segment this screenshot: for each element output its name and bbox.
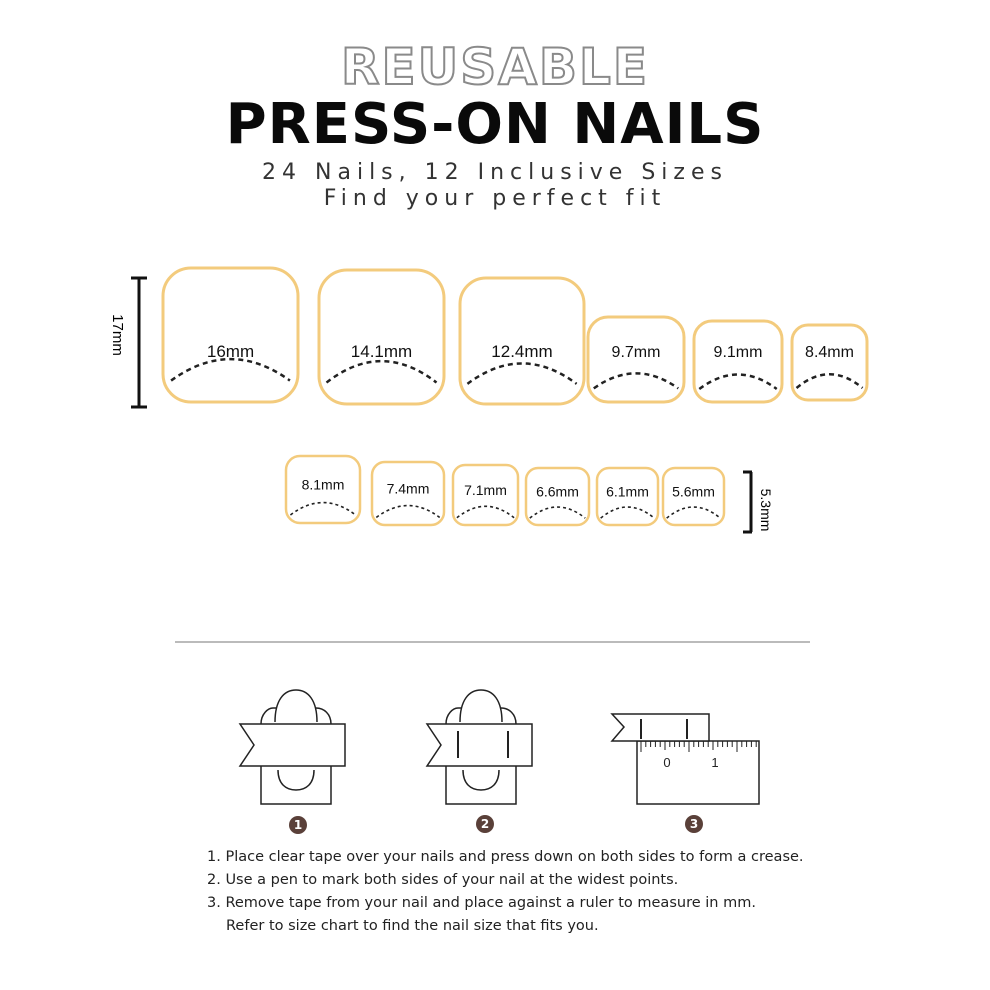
title-press-on-nails: PRESS-ON NAILS (225, 92, 765, 157)
nail-outline-8-4mm (790, 323, 869, 402)
nail-width-arc-7-4mm (375, 504, 441, 519)
nail-size-label: 9.1mm (714, 344, 763, 361)
step-badge-2: 2 (476, 815, 494, 833)
step-1-illustration (238, 689, 346, 805)
step-2-illustration (425, 689, 533, 805)
subtitle-fit: Find your perfect fit (323, 186, 667, 211)
nail-outline-12-4mm (458, 276, 586, 406)
nail-size-label: 6.1mm (606, 484, 649, 500)
nail-size-label: 16mm (207, 342, 254, 361)
nail-outline-9-1mm (692, 319, 784, 404)
height-label-small: 5.3mm (758, 489, 774, 532)
step-badge-1: 1 (289, 816, 307, 834)
nail-outline-14-1mm (317, 268, 446, 406)
nail-size-label: 14.1mm (351, 342, 412, 361)
nail-width-arc-9-1mm (698, 373, 778, 391)
instructions: 1. Place clear tape over your nails and … (207, 846, 907, 938)
ruler-label-1: 1 (711, 755, 718, 770)
nail-width-arc-5-6mm (666, 506, 721, 519)
instruction-2: 2. Use a pen to mark both sides of your … (207, 872, 679, 888)
nail-size-label: 7.1mm (464, 482, 507, 498)
instruction-3: 3. Remove tape from your nail and place … (207, 895, 756, 911)
ruler-ticks (640, 741, 757, 752)
nail-outline-16mm (161, 266, 300, 404)
nail-width-arc-6-1mm (600, 506, 655, 519)
step-badge-3: 3 (685, 815, 703, 833)
nails-row-1: 16mm 14.1mm 12.4mm 9.7mm 9.1mm 8.4mm (161, 266, 869, 406)
ruler-label-0: 0 (663, 755, 670, 770)
nail-width-arc-16mm (170, 357, 291, 382)
step-3-illustration (610, 713, 760, 805)
instruction-4: Refer to size chart to find the nail siz… (226, 918, 599, 934)
nail-width-arc-7-1mm (456, 505, 515, 519)
nail-width-arc-9-7mm (593, 372, 679, 390)
title-reusable: REUSABLE (340, 37, 650, 97)
nail-width-arc-6-6mm (529, 506, 586, 519)
nail-width-arc-8-4mm (795, 373, 864, 389)
nails-row-2: 8.1mm 7.4mm 7.1mm 6.6mm 6.1mm 5.6mm (284, 454, 726, 527)
height-marker-large (131, 276, 147, 409)
subtitle-sizes: 24 Nails, 12 Inclusive Sizes (262, 160, 728, 185)
nail-outline-9-7mm (586, 315, 686, 404)
nail-size-label: 8.4mm (805, 344, 854, 361)
nail-size-label: 12.4mm (491, 342, 552, 361)
instruction-1: 1. Place clear tape over your nails and … (207, 849, 804, 865)
nail-size-label: 9.7mm (612, 344, 661, 361)
height-marker-small (743, 470, 753, 534)
height-label-large: 17mm (109, 314, 126, 356)
nail-size-label: 7.4mm (387, 481, 430, 497)
nail-size-label: 6.6mm (536, 484, 579, 500)
nail-size-label: 8.1mm (302, 477, 345, 493)
nail-size-label: 5.6mm (672, 484, 715, 500)
nail-width-arc-8-1mm (289, 501, 357, 516)
nail-outline-7-4mm (370, 460, 446, 527)
